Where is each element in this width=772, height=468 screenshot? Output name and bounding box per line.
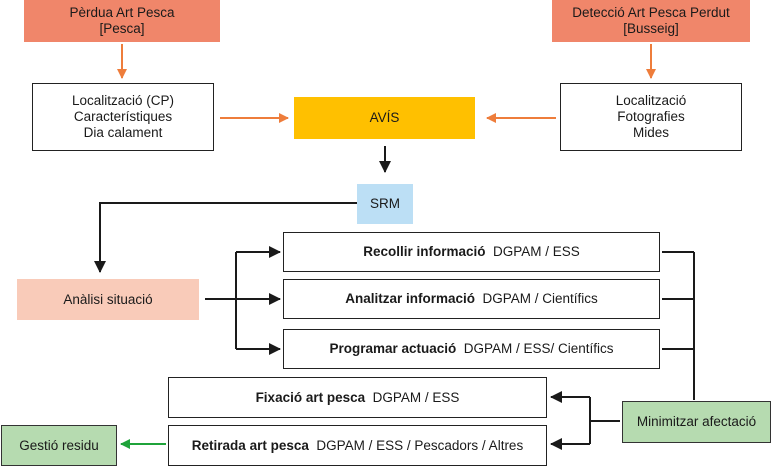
analisi-box: Anàlisi situació xyxy=(17,279,199,320)
recollir-agents: DGPAM / ESS xyxy=(493,244,580,259)
fixacio-action: Fixació art pesca xyxy=(255,389,366,405)
recollir-action: Recollir informació xyxy=(363,244,486,259)
deteccio-source: [Busseig] xyxy=(623,21,679,36)
fixacio-box: Fixació art pesca DGPAM / ESS xyxy=(168,377,547,418)
analitzar-agents: DGPAM / Científics xyxy=(482,291,598,306)
avis-label: AVÍS xyxy=(369,110,400,125)
gestio-label: Gestió residu xyxy=(19,437,99,453)
retirada-agents: DGPAM / ESS / Pescadors / Altres xyxy=(316,437,524,453)
programar-action: Programar actuació xyxy=(329,341,457,356)
programar-box: Programar actuació DGPAM / ESS/ Científi… xyxy=(283,329,660,369)
right-info-line-2: Fotografies xyxy=(617,109,685,124)
perdua-box: Pèrdua Art Pesca [Pesca] xyxy=(24,0,220,42)
analisi-label: Anàlisi situació xyxy=(63,291,153,307)
analitzar-action: Analitzar informació xyxy=(345,291,475,306)
srm-box: SRM xyxy=(357,184,413,224)
avis-box: AVÍS xyxy=(294,97,475,139)
perdua-title: Pèrdua Art Pesca xyxy=(69,5,175,20)
deteccio-title: Detecció Art Pesca Perdut xyxy=(572,5,730,20)
left-info-box: Localització (CP) Característiques Dia c… xyxy=(32,83,214,151)
programar-agents: DGPAM / ESS/ Científics xyxy=(463,341,614,356)
gestio-box: Gestió residu xyxy=(1,425,117,466)
retirada-action: Retirada art pesca xyxy=(191,437,309,453)
deteccio-box: Detecció Art Pesca Perdut [Busseig] xyxy=(552,0,750,42)
right-info-box: Localització Fotografies Mides xyxy=(560,83,742,151)
right-info-line-3: Mides xyxy=(632,125,669,140)
minimitzar-label: Minimitzar afectació xyxy=(636,414,757,429)
analitzar-box: Analitzar informació DGPAM / Científics xyxy=(283,279,660,319)
left-info-line-2: Característiques xyxy=(73,109,173,124)
arrow-srm-to-analisi xyxy=(94,202,357,273)
left-info-line-1: Localització (CP) xyxy=(71,93,175,108)
minimitzar-box: Minimitzar afectació xyxy=(622,401,771,443)
recollir-box: Recollir informació DGPAM / ESS xyxy=(283,232,660,272)
srm-label: SRM xyxy=(370,196,400,211)
retirada-box: Retirada art pesca DGPAM / ESS / Pescado… xyxy=(168,425,547,466)
perdua-source: [Pesca] xyxy=(99,21,145,36)
left-info-line-3: Dia calament xyxy=(83,125,163,140)
right-info-line-1: Localització xyxy=(615,93,687,108)
fixacio-agents: DGPAM / ESS xyxy=(372,389,460,405)
